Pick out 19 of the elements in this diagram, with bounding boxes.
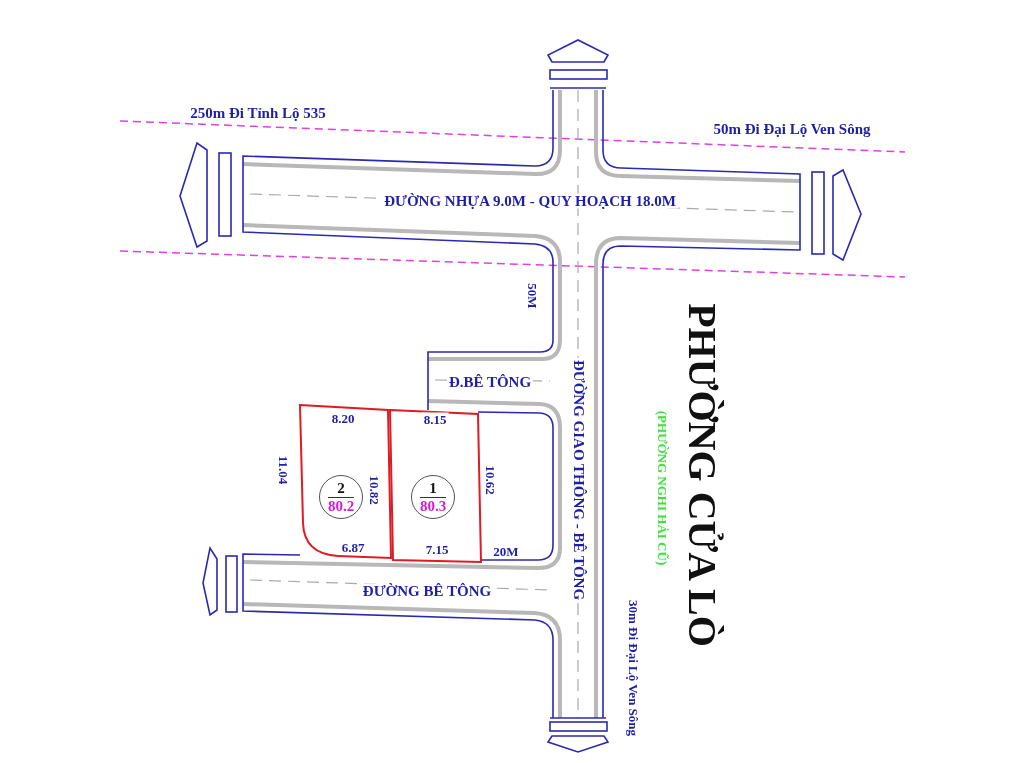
direction-note: 30m Đi Đại Lộ Ven Sông [626,598,640,739]
lot-area: 80.3 [419,498,447,514]
road-name: Đ.BÊ TÔNG [446,374,534,390]
lot-area: 80.2 [327,498,355,514]
dimension-label: 10.82 [367,473,381,507]
direction-note: 50m Đi Đại Lộ Ven Sông [712,121,872,137]
dimension-label: 10.62 [483,463,497,497]
dimension-label: 8.15 [421,412,449,426]
dimension-label: 11.04 [276,453,290,487]
road-name: ĐƯỜNG NHỰA 9.0M - QUY HOẠCH 18.0M [382,193,678,209]
ward-title: PHƯỜNG CỬA LÒ [682,302,722,649]
lot-number: 1 [429,480,437,496]
direction-note: 250m Đi Tỉnh Lộ 535 [189,105,327,121]
road-name: ĐƯỜNG BÊ TÔNG [360,583,494,599]
lot-number-circle [319,475,363,519]
lot-number: 2 [337,480,345,496]
lot-number-circle [411,475,455,519]
former-name-note: (PHƯỜNG NGHI HẢI CŨ) [655,408,669,568]
length-label: 50M [525,281,539,311]
